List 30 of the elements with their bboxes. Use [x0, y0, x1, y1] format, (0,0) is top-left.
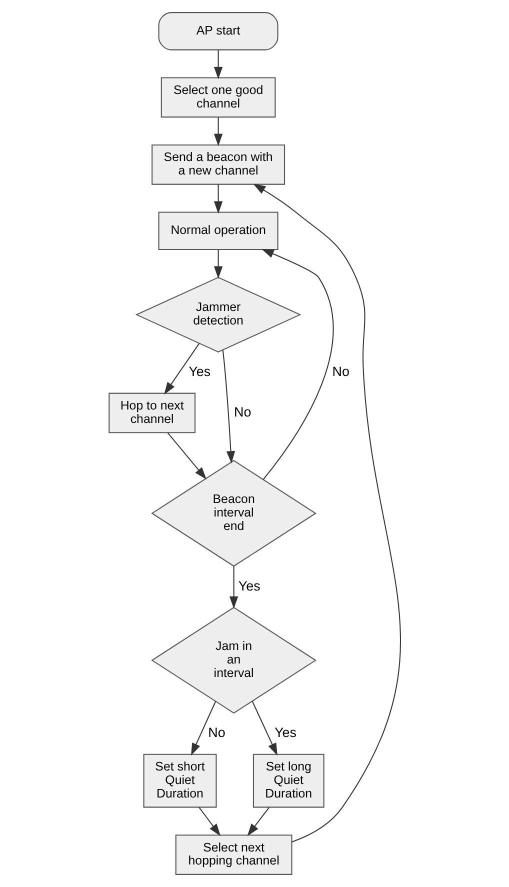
node-box: Select next hopping channel	[174, 834, 292, 875]
arrow	[213, 50, 222, 80]
edge-label: Yes	[188, 364, 210, 380]
node-box: Normal operation	[158, 212, 278, 250]
edge-label: No	[234, 404, 251, 420]
node-diamond: Jammer detection	[134, 276, 301, 352]
arrow	[198, 807, 220, 836]
arrow	[222, 350, 235, 464]
arrow	[213, 250, 222, 279]
node-box: Hop to next channel	[108, 392, 196, 434]
arrow	[251, 701, 277, 756]
edge-label: Yes	[274, 725, 296, 740]
node-box: Select one good channel	[160, 77, 276, 118]
arrow	[166, 432, 206, 480]
arrow	[213, 184, 222, 214]
node-box: AP start	[158, 12, 278, 50]
arrow	[190, 701, 216, 756]
arrow	[213, 117, 222, 146]
node-box: Send a beacon with a new channel	[151, 144, 285, 185]
arrow	[246, 807, 270, 836]
node-box: Set short Quiet Duration	[142, 754, 216, 808]
node-diamond: Jam in an interval	[150, 606, 316, 714]
node-diamond: Beacon interval end	[150, 460, 316, 567]
edge-label: Yes	[238, 578, 260, 594]
arrow	[228, 566, 238, 609]
edge-label: No	[332, 364, 349, 380]
edge-label: No	[208, 725, 225, 740]
arrow	[260, 248, 334, 480]
arrow	[164, 343, 200, 395]
node-box: Set long Quiet Duration	[252, 754, 324, 808]
